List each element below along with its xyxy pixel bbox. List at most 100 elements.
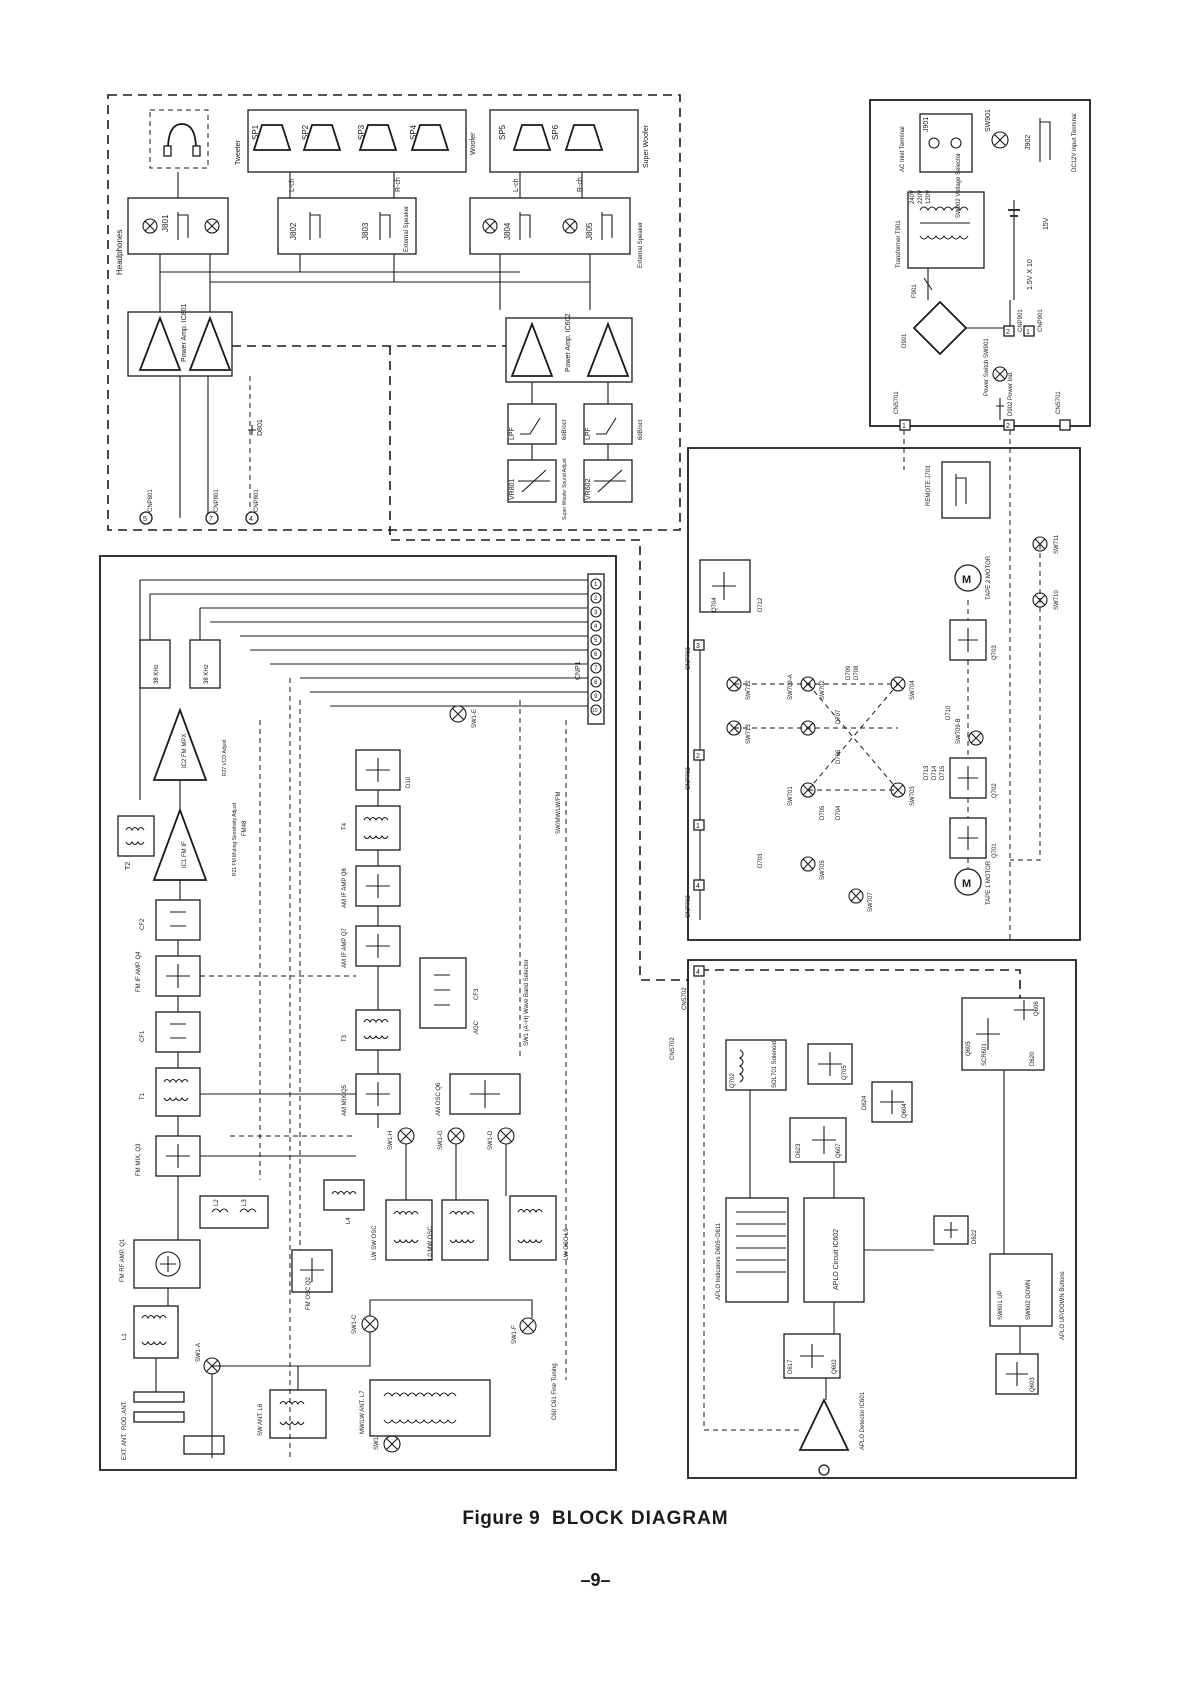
tape-switches xyxy=(726,536,1048,904)
speaker-row-tweeter xyxy=(252,124,450,151)
power-ind: D902 Power Ind. xyxy=(1008,371,1014,416)
q602: Q602 xyxy=(832,1359,838,1374)
aplo-section: SOL701 Solenoid Q702 Q605 Q606 SCR601 D6… xyxy=(670,959,1077,1479)
power-supply-section: J901 AC Inlet Terminal SW901 J902 DC12V … xyxy=(869,99,1091,427)
am-osc: AM OSC Q6 xyxy=(436,1082,442,1116)
audio-output-section: Headphones SP1 SP2 SP3 SP4 Tweeter Woofe… xyxy=(107,94,681,531)
ic1: IC1 FM IF xyxy=(182,841,188,868)
d620: D620 xyxy=(1030,1051,1036,1066)
band-selector: SW1 (A~H) Wave Band Selector xyxy=(524,959,530,1046)
d710: D710 xyxy=(946,705,952,720)
speaker-sp5: SP5 xyxy=(498,124,507,140)
q604: Q604 xyxy=(902,1103,908,1118)
osc-coil-mw: L0 MW OSC xyxy=(428,1226,434,1260)
cnp1-pin: 8 xyxy=(594,680,598,686)
band-switch-label: SW/MW/LW/FM xyxy=(556,791,562,834)
cnp1-pin: 6 xyxy=(594,652,598,658)
osc-coil-sw: LW SW OSC xyxy=(372,1225,378,1260)
cns701-label: CNS701 xyxy=(894,391,900,414)
cnp901-label: CNP901 xyxy=(1018,309,1024,332)
speaker-sp4: SP4 xyxy=(409,124,418,140)
remote-jack: REMOTE J703 xyxy=(926,465,932,506)
q705: Q705 xyxy=(842,1065,848,1080)
cnp801-label: CNP801 xyxy=(214,489,220,512)
cnp1-pin: 4 xyxy=(594,624,598,630)
cns701-pin: 1 xyxy=(902,423,906,430)
sw-ant: SW ANT. L6 xyxy=(258,1403,264,1436)
speaker-sp6: SP6 xyxy=(551,124,560,140)
headphones-icon xyxy=(149,109,209,169)
battery-label: 1.5V X 10 xyxy=(1027,259,1034,290)
d10-d11-block: D10 xyxy=(406,776,412,788)
jack-j805: J805 xyxy=(585,222,594,240)
q703: Q703 xyxy=(992,645,998,660)
cnp1-pin: 7 xyxy=(594,666,598,672)
sw1-h: SW1-H xyxy=(388,1131,394,1150)
sw709-a: SW709-A xyxy=(788,674,794,700)
page-number: –9– xyxy=(580,1570,611,1590)
t3: T3 xyxy=(342,1034,348,1042)
speaker-sp3: SP3 xyxy=(357,124,366,140)
sw704: SW704 xyxy=(910,680,916,700)
sw601-up: SW601 UP xyxy=(998,1290,1004,1320)
cnp901-pin: 2 xyxy=(1006,329,1010,336)
rod-ant: ROD. ANT. xyxy=(122,1400,128,1430)
d709: D709 xyxy=(846,665,852,680)
ac-terminal: AC Inlet Terminal xyxy=(900,126,906,172)
sw1-g: SW1-G xyxy=(438,1130,444,1150)
cf3: CF3 xyxy=(474,988,480,1000)
fuse-f901: F901 xyxy=(912,284,918,298)
fm48: FM48 xyxy=(242,820,248,836)
vr602: VR602 xyxy=(585,478,592,500)
t4: T4 xyxy=(342,822,348,830)
filter-38k: 38 KHz xyxy=(204,664,210,684)
speaker-sp2: SP2 xyxy=(301,124,310,140)
solenoid-q: Q702 xyxy=(730,1073,736,1088)
lpf-slope: 6dB/oct xyxy=(562,419,568,440)
cnp801-pin: 5 xyxy=(143,516,147,523)
voltage-selector: SW902 Voltage Selector xyxy=(956,153,962,218)
bridge-d901: D901 xyxy=(902,333,908,348)
voltage-240: 240V xyxy=(910,190,916,204)
voltage-120: 120V xyxy=(926,190,932,204)
cnp703-pin: 3 xyxy=(696,643,700,650)
motor-symbol: M xyxy=(962,878,971,890)
sw702: SW702 xyxy=(820,680,826,700)
d705: D705 xyxy=(820,805,826,820)
d714: D714 xyxy=(932,765,938,780)
dc-terminal: DC12V Input Terminal xyxy=(1072,113,1078,172)
cns702-label: CNS702 xyxy=(682,987,688,1010)
d708: D708 xyxy=(854,665,860,680)
sw1-e: SW1-E xyxy=(472,709,478,728)
cnp1-pin: 9 xyxy=(594,694,598,700)
t1: T1 xyxy=(140,1092,146,1100)
sw1-c: SW1-C xyxy=(352,1314,358,1334)
cnp801-label: CNP801 xyxy=(148,489,154,512)
q606: Q606 xyxy=(1034,1001,1040,1016)
d623: D623 xyxy=(796,1143,802,1158)
lpf-label: LPF xyxy=(585,427,592,440)
cns701-label: CNS701 xyxy=(1056,391,1062,414)
fm-muting: R21 FM Muting Sensitivity Adjust xyxy=(232,802,238,876)
cnp801-pin: 4 xyxy=(249,516,253,523)
super-woofer-adjust: Super Woofer Sound Adjust xyxy=(562,458,568,520)
sw1-f: SW1-F xyxy=(512,1325,518,1344)
l1: L1 xyxy=(122,1333,128,1340)
sw713: SW713 xyxy=(746,724,752,744)
ic2: IC2 FM MPX xyxy=(182,734,188,768)
jack-j802: J802 xyxy=(289,222,298,240)
cnp801-label: CNP801 xyxy=(254,489,260,512)
super-woofer-label: Super Woofer xyxy=(643,124,650,168)
tape2-motor: TAPE 2 MOTOR xyxy=(986,555,992,600)
lpf-label: LPF xyxy=(509,427,516,440)
j901: J901 xyxy=(923,117,930,132)
d713: D713 xyxy=(924,765,930,780)
cnp702-pin: 4 xyxy=(696,883,700,890)
q701: Q701 xyxy=(992,843,998,858)
sw709-b: SW709-B xyxy=(956,718,962,744)
amp-ic801: Power Amp. IC801 xyxy=(181,304,188,362)
channel-label: L-ch xyxy=(289,178,296,192)
cnp702-pin: 2 xyxy=(696,753,700,760)
q603: Q603 xyxy=(1030,1377,1036,1392)
